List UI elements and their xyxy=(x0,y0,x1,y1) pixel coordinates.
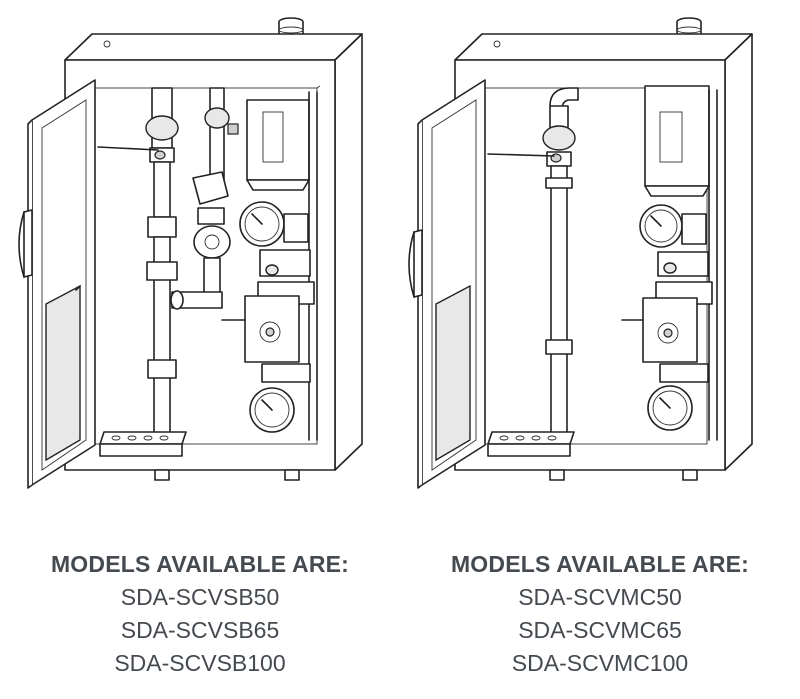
panel-scvsb: MODELS AVAILABLE ARE: SDA-SCVSB50 SDA-SC… xyxy=(0,17,400,680)
flow-switch-box xyxy=(644,85,718,441)
alarm-valve-body xyxy=(221,281,315,383)
models-caption-scvsb: MODELS AVAILABLE ARE: SDA-SCVSB50 SDA-SC… xyxy=(0,548,400,680)
pressure-gauge-lower xyxy=(647,385,693,431)
open-door xyxy=(408,79,486,489)
bottom-cable-gland-plate xyxy=(99,431,300,481)
cabinet-illustration-scvsb xyxy=(18,17,363,489)
main-riser-pipe xyxy=(97,87,179,443)
models-heading: MODELS AVAILABLE ARE: xyxy=(450,551,750,577)
bottom-cable-gland-plate xyxy=(487,431,698,481)
model-code: SDA-SCVSB50 xyxy=(120,584,280,610)
pressure-gauge-upper xyxy=(639,204,709,277)
model-code: SDA-SCVSB65 xyxy=(120,617,280,643)
model-code: SDA-SCVSB100 xyxy=(114,650,286,676)
flow-switch-box xyxy=(246,91,318,441)
pressure-gauge-upper xyxy=(239,201,311,277)
models-heading: MODELS AVAILABLE ARE: xyxy=(50,551,350,577)
model-code: SDA-SCVMC100 xyxy=(511,650,689,676)
panel-scvmc: MODELS AVAILABLE ARE: SDA-SCVMC50 SDA-SC… xyxy=(400,0,800,699)
alarm-valve-body xyxy=(621,281,713,383)
cabinet-illustration-scvmc xyxy=(408,17,753,489)
open-door xyxy=(18,79,96,489)
pressure-gauge-lower xyxy=(249,387,295,433)
model-code: SDA-SCVMC65 xyxy=(518,617,682,643)
bypass-pipework xyxy=(170,87,239,310)
models-caption-scvmc: MODELS AVAILABLE ARE: SDA-SCVMC50 SDA-SC… xyxy=(400,548,800,680)
model-code: SDA-SCVMC50 xyxy=(518,584,682,610)
